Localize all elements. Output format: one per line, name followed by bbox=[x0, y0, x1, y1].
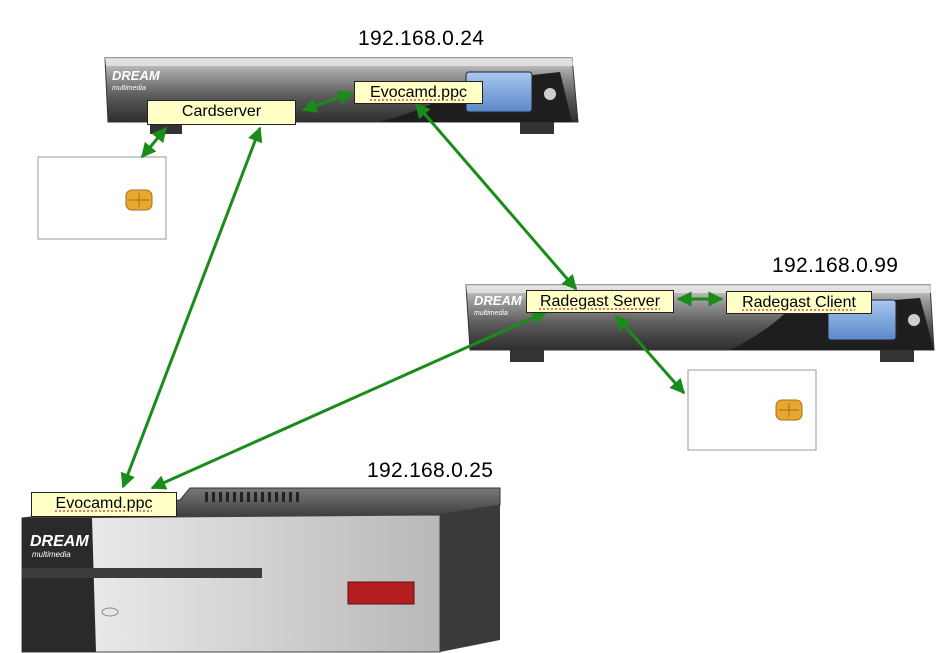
arrow-radegast-server-bottom-evocamd bbox=[150, 310, 548, 490]
svg-text:multimedia: multimedia bbox=[474, 310, 508, 317]
front-knob bbox=[542, 86, 558, 102]
arrow-evocamd-radegast-server bbox=[414, 102, 578, 291]
smartcard-left bbox=[37, 156, 167, 240]
radegast-client-label: Radegast Client bbox=[726, 291, 872, 314]
ip-label-top: 192.168.0.24 bbox=[358, 27, 485, 50]
arrow-radegast-server-card bbox=[614, 314, 686, 395]
brand-logo-top: DREAM bbox=[112, 68, 161, 83]
radegast-server-label: Radegast Server bbox=[526, 290, 674, 313]
front-display bbox=[347, 581, 415, 605]
brand-logo-right: DREAM bbox=[474, 293, 523, 308]
svg-text:multimedia: multimedia bbox=[32, 550, 71, 559]
front-knob bbox=[906, 312, 922, 328]
svg-text:multimedia: multimedia bbox=[112, 85, 146, 92]
arrow-cardserver-evocamd bbox=[301, 90, 354, 113]
cardserver-label: Cardserver bbox=[147, 100, 296, 125]
brand-logo-bottom: DREAM bbox=[30, 533, 89, 550]
evocamd-label-bottom: Evocamd.ppc bbox=[31, 492, 177, 517]
evocamd-label-top: Evocamd.ppc bbox=[354, 81, 483, 104]
ip-label-right: 192.168.0.99 bbox=[772, 254, 899, 277]
ip-label-bottom: 192.168.0.25 bbox=[367, 459, 494, 482]
connection-arrows bbox=[120, 90, 724, 490]
arrow-cardserver-bottom-evocamd bbox=[120, 126, 263, 489]
smartcard-right bbox=[687, 369, 817, 451]
